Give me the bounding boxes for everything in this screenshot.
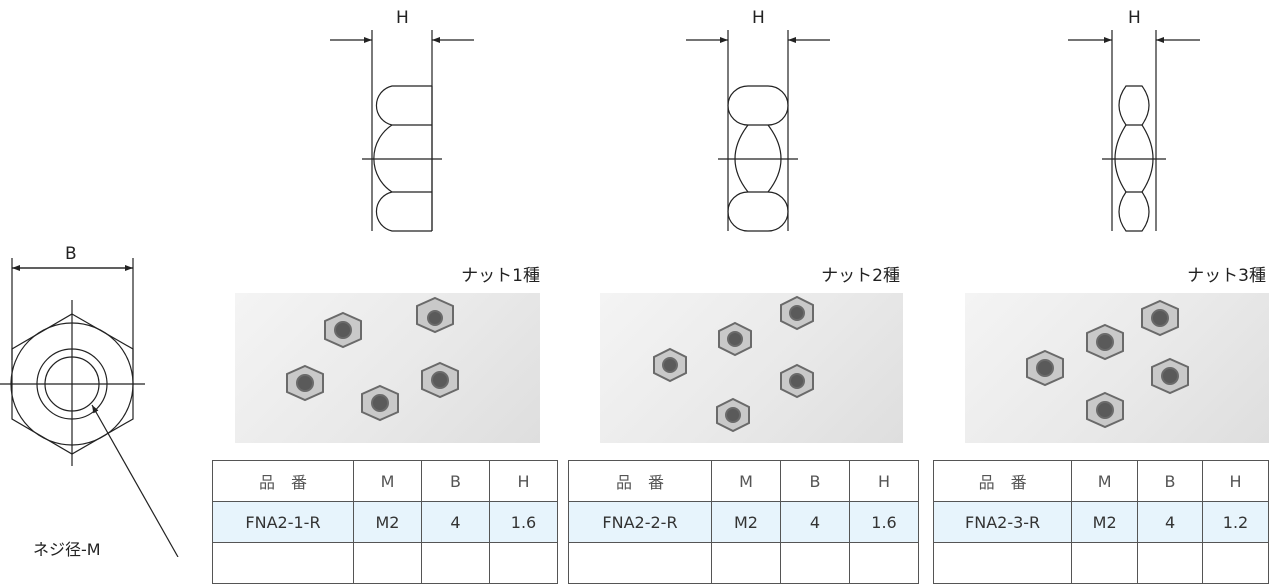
table-row xyxy=(568,542,919,584)
nut-photo-type2 xyxy=(600,293,903,443)
side-view-type2 xyxy=(686,30,830,232)
header-part-number: 品 番 xyxy=(568,460,712,502)
table-row xyxy=(212,542,558,584)
height-dim-label-1: H xyxy=(396,8,409,28)
b-cell: 4 xyxy=(1137,501,1203,543)
thread-diameter-label: ネジ径-M xyxy=(33,540,101,559)
b-cell: 4 xyxy=(421,501,490,543)
spec-table-type1: 品 番 M B H FNA2-1-R M2 4 1.6 xyxy=(212,460,558,584)
header-b: B xyxy=(421,460,490,502)
h-cell: 1.6 xyxy=(489,501,558,543)
part-number-cell: FNA2-2-R xyxy=(568,501,712,543)
side-view-type3 xyxy=(1068,30,1200,232)
table-header-row: 品 番 M B H xyxy=(932,460,1269,502)
caption-type3: ナット3種 xyxy=(1187,266,1266,286)
table-row: FNA2-3-R M2 4 1.2 xyxy=(932,501,1269,543)
front-view-hex xyxy=(0,258,179,557)
h-cell: 1.6 xyxy=(849,501,919,543)
header-m: M xyxy=(353,460,422,502)
table-header-row: 品 番 M B H xyxy=(568,460,919,502)
header-b: B xyxy=(780,460,850,502)
header-h: H xyxy=(849,460,919,502)
side-view-type1 xyxy=(330,30,474,232)
b-cell: 4 xyxy=(780,501,850,543)
technical-drawings xyxy=(0,30,1200,557)
header-m: M xyxy=(1071,460,1139,502)
table-header-row: 品 番 M B H xyxy=(212,460,558,502)
nut-photo-type3 xyxy=(965,293,1269,443)
table-row: FNA2-2-R M2 4 1.6 xyxy=(568,501,919,543)
header-part-number: 品 番 xyxy=(932,460,1073,502)
height-dim-label-3: H xyxy=(1128,8,1141,28)
h-cell: 1.2 xyxy=(1202,501,1269,543)
header-part-number: 品 番 xyxy=(212,460,354,502)
header-h: H xyxy=(1202,460,1269,502)
height-dim-label-2: H xyxy=(752,8,765,28)
table-row: FNA2-1-R M2 4 1.6 xyxy=(212,501,558,543)
header-h: H xyxy=(489,460,558,502)
caption-type2: ナット2種 xyxy=(821,266,900,286)
caption-type1: ナット1種 xyxy=(461,266,540,286)
part-number-cell: FNA2-1-R xyxy=(212,501,354,543)
spec-table-type2: 品 番 M B H FNA2-2-R M2 4 1.6 xyxy=(568,460,919,584)
header-m: M xyxy=(711,460,781,502)
width-dim-label: B xyxy=(65,244,77,264)
header-b: B xyxy=(1137,460,1203,502)
m-cell: M2 xyxy=(353,501,422,543)
m-cell: M2 xyxy=(711,501,781,543)
part-number-cell: FNA2-3-R xyxy=(932,501,1073,543)
m-cell: M2 xyxy=(1071,501,1139,543)
nut-photo-type1 xyxy=(235,293,540,443)
table-row xyxy=(932,542,1269,584)
spec-table-type3: 品 番 M B H FNA2-3-R M2 4 1.2 xyxy=(932,460,1269,584)
